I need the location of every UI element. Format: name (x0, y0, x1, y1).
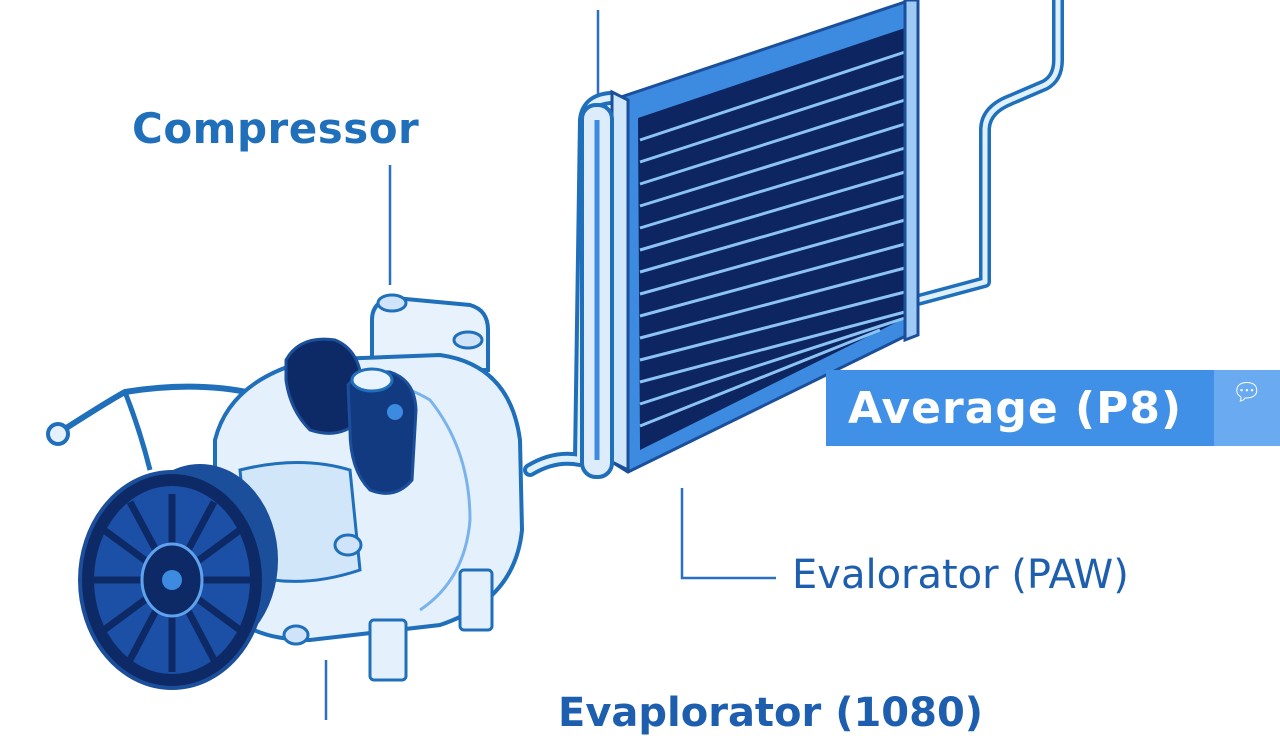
badge-text: Average (P8) (848, 382, 1183, 434)
compressor-label: Compressor (132, 104, 420, 153)
condenser-fins (639, 50, 906, 428)
condenser-radiator (580, 0, 920, 479)
evaporator-label: Evalorator (PAW) (792, 552, 1129, 598)
pipe-top-loop (912, 0, 1064, 306)
leader-lines (324, 10, 776, 720)
average-badge: Average (P8) 💬︎ (826, 370, 1280, 446)
ac-system-illustration (46, 0, 1064, 720)
speech-bubble-icon: 💬︎ (1231, 378, 1263, 406)
bottom-label: Evaplorator (1080) (558, 690, 984, 736)
leader-evaporator (680, 488, 776, 580)
compressor (46, 293, 525, 690)
badge-end: 💬︎ (1214, 370, 1280, 446)
